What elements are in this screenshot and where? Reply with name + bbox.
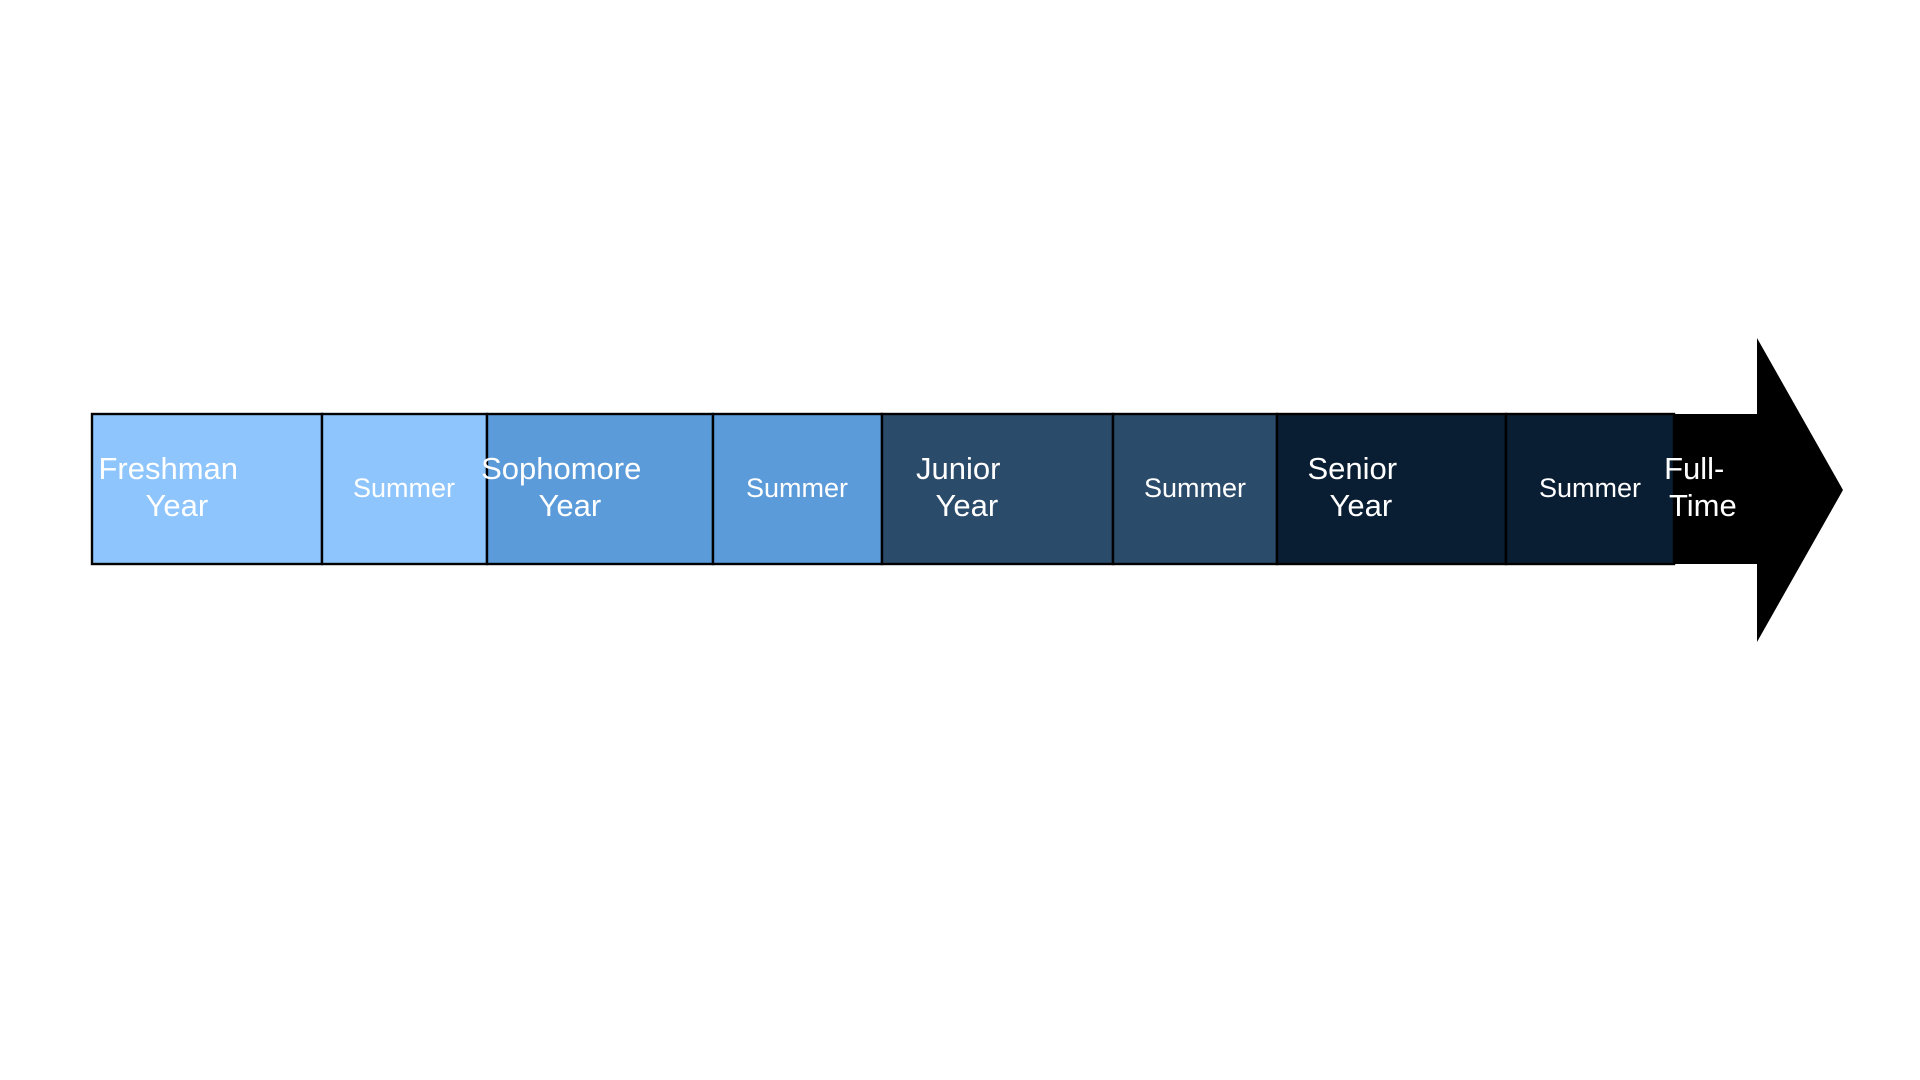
segment-senior-year-label: Senior Year [1307, 451, 1474, 523]
sophomore-line-1: Sophomore [481, 451, 641, 486]
junior-line-2: Year [936, 488, 999, 523]
segment-sophomore-year-label: Sophomore Year [481, 451, 719, 523]
segment-summer-3[interactable]: Summer [1111, 412, 1279, 566]
senior-line-2: Year [1330, 488, 1393, 523]
segment-sophomore-year[interactable]: Sophomore Year [481, 412, 719, 566]
senior-line-1: Senior [1307, 451, 1397, 486]
freshman-line-2: Year [146, 488, 209, 523]
segment-junior-year[interactable]: Junior Year [880, 412, 1115, 566]
segment-senior-year-fill[interactable] [1275, 412, 1508, 566]
segment-summer-3-fill[interactable] [1111, 412, 1279, 566]
full-time-arrow-group[interactable] [1674, 338, 1843, 642]
freshman-line-1: Freshman [98, 451, 238, 486]
junior-line-1: Junior [916, 451, 1000, 486]
full-time-line-1: Full- [1664, 451, 1724, 486]
segment-freshman-year-label: Freshman Year [98, 451, 315, 523]
segment-freshman-year-fill[interactable] [90, 412, 324, 566]
segment-senior-year[interactable]: Senior Year [1275, 412, 1508, 566]
sophomore-line-2: Year [539, 488, 602, 523]
full-time-line-2: Time [1669, 488, 1737, 523]
segment-summer-2-fill[interactable] [711, 412, 884, 566]
segment-freshman-year[interactable]: Freshman Year [90, 412, 324, 566]
full-time-arrow-shape[interactable] [1674, 338, 1843, 642]
segment-sophomore-year-fill[interactable] [485, 412, 715, 566]
segment-summer-2[interactable]: Summer [711, 412, 884, 566]
segment-summer-4[interactable]: Summer [1504, 412, 1676, 566]
segment-junior-year-label: Junior Year [916, 451, 1078, 523]
segment-summer-2-label: Summer [746, 473, 848, 503]
segment-summer-4-fill[interactable] [1504, 412, 1676, 566]
segment-summer-4-label: Summer [1539, 473, 1641, 503]
segment-summer-3-label: Summer [1144, 473, 1246, 503]
segment-summer-1-label: Summer [353, 473, 455, 503]
segment-summer-1-fill[interactable] [320, 412, 489, 566]
segment-summer-1[interactable]: Summer [320, 412, 489, 566]
segment-full-time[interactable]: Full- Time [1664, 451, 1802, 523]
segment-full-time-label: Full- Time [1664, 451, 1802, 523]
